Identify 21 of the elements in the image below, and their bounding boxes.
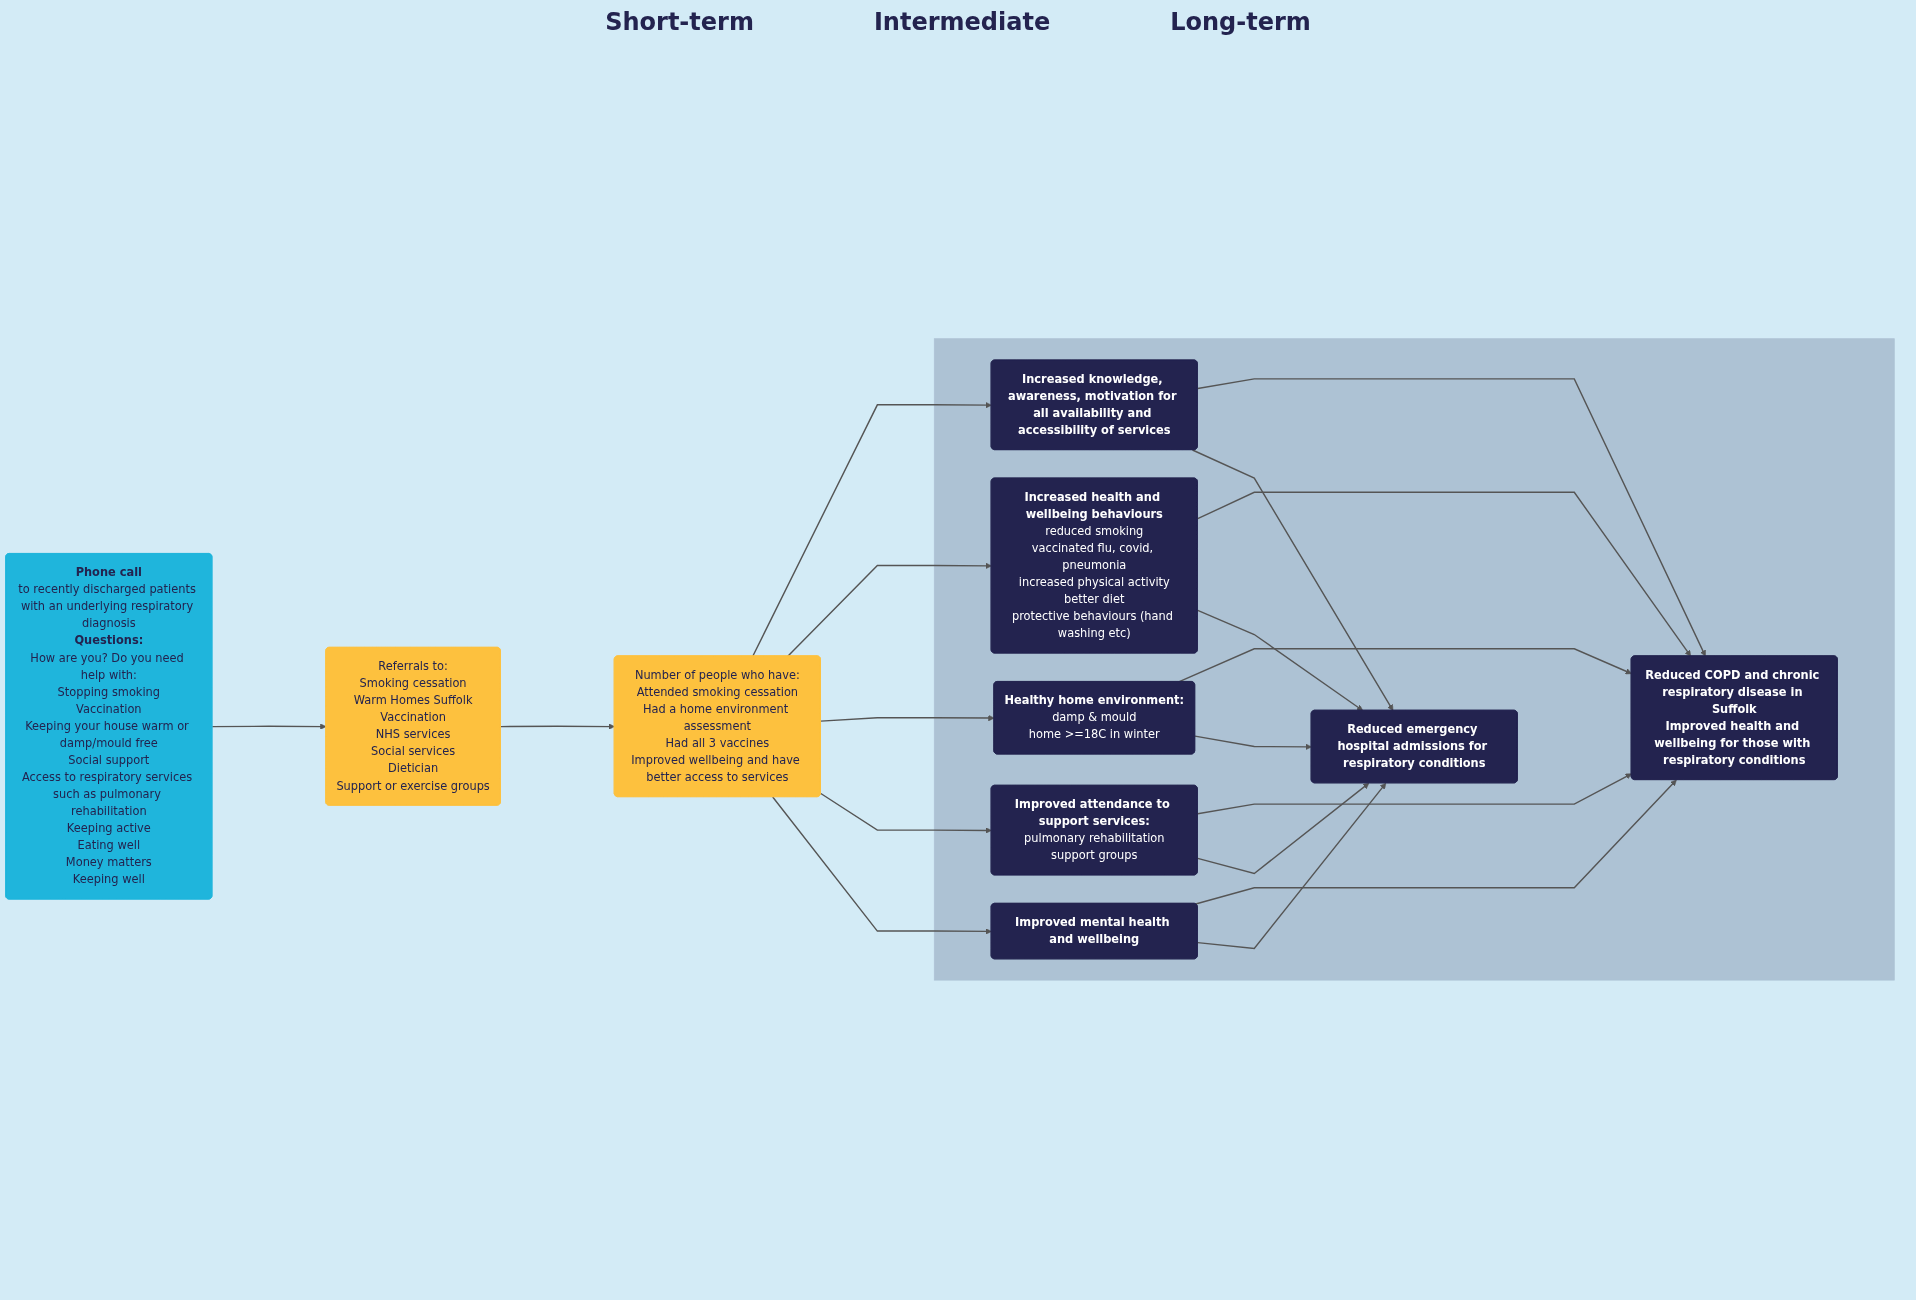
arrow	[1197, 782, 1387, 949]
arrow	[1191, 448, 1394, 711]
cluster	[933, 337, 1895, 981]
column-heading: Intermediate	[873, 8, 1051, 36]
column-heading: Short-term	[605, 8, 754, 36]
arrow	[500, 723, 615, 730]
arrow	[1197, 377, 1706, 657]
arrow	[1194, 735, 1312, 750]
arrow	[820, 792, 992, 834]
column-heading: Long-term	[1170, 8, 1311, 36]
arrow	[752, 401, 992, 657]
arrow	[1197, 782, 1370, 874]
arrow	[211, 723, 327, 730]
arrow	[1197, 609, 1364, 711]
arrow	[1194, 779, 1677, 905]
arrow	[787, 562, 992, 657]
arrow	[1197, 773, 1632, 814]
arrow	[772, 795, 992, 935]
arrow	[820, 714, 995, 722]
arrow	[1197, 491, 1691, 657]
arrow	[1178, 647, 1632, 683]
